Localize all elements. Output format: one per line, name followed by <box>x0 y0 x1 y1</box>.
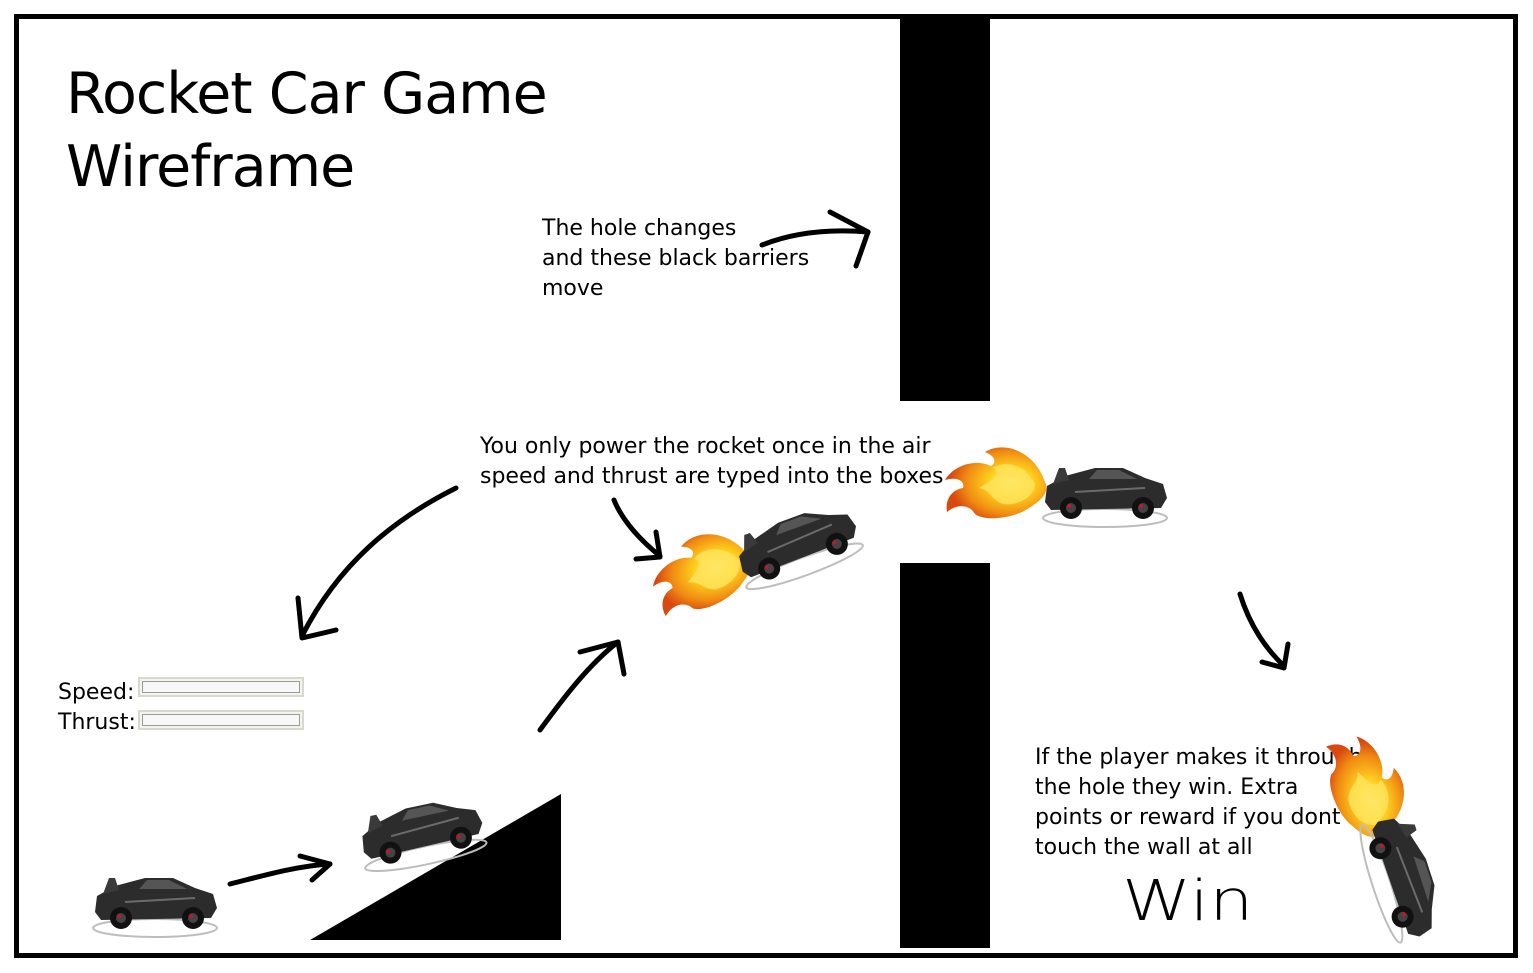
top-barrier <box>900 19 990 401</box>
barrier-note-line: and these black barriers <box>542 246 810 271</box>
arrow-icon <box>537 639 627 733</box>
speed-input[interactable] <box>138 677 304 697</box>
thrust-input[interactable] <box>138 710 304 730</box>
flame-icon <box>945 447 1047 519</box>
arrow-icon <box>227 853 333 887</box>
rocket-car-icon <box>1352 808 1450 947</box>
arrow-icon <box>295 485 459 641</box>
barrier-note: The hole changes and these black barrier… <box>542 214 809 304</box>
thrust-label: Thrust: <box>58 710 136 735</box>
rocket-note-line: speed and thrust are typed into the boxe… <box>480 464 944 489</box>
win-note-line: touch the wall at all <box>1035 835 1253 860</box>
ramp-icon <box>310 794 561 940</box>
win-text: Win <box>1122 868 1254 934</box>
arrow-icon <box>1237 591 1291 671</box>
win-note-line: points or reward if you dont <box>1035 805 1341 830</box>
title-line-1: Rocket Car Game <box>66 61 548 127</box>
rocket-car-icon <box>728 497 867 597</box>
title-line-2: Wireframe <box>66 134 355 200</box>
speed-label: Speed: <box>58 680 135 705</box>
page-title: Rocket Car Game Wireframe <box>66 58 548 204</box>
rocket-car-icon <box>1042 467 1168 528</box>
rocket-note-line: You only power the rocket once in the ai… <box>480 434 931 459</box>
win-note-line: the hole they win. Extra <box>1035 775 1299 800</box>
rocket-car-icon <box>92 877 218 938</box>
win-note-line: If the player makes it through <box>1035 745 1363 770</box>
bottom-barrier <box>900 563 990 948</box>
barrier-note-line: The hole changes <box>542 216 737 241</box>
arrow-icon <box>759 209 871 269</box>
rocket-note: You only power the rocket once in the ai… <box>480 432 943 492</box>
arrow-icon <box>611 497 663 562</box>
win-condition-note: If the player makes it through the hole … <box>1035 743 1363 863</box>
wireframe-frame <box>14 14 1518 958</box>
barrier-note-line: move <box>542 276 604 301</box>
